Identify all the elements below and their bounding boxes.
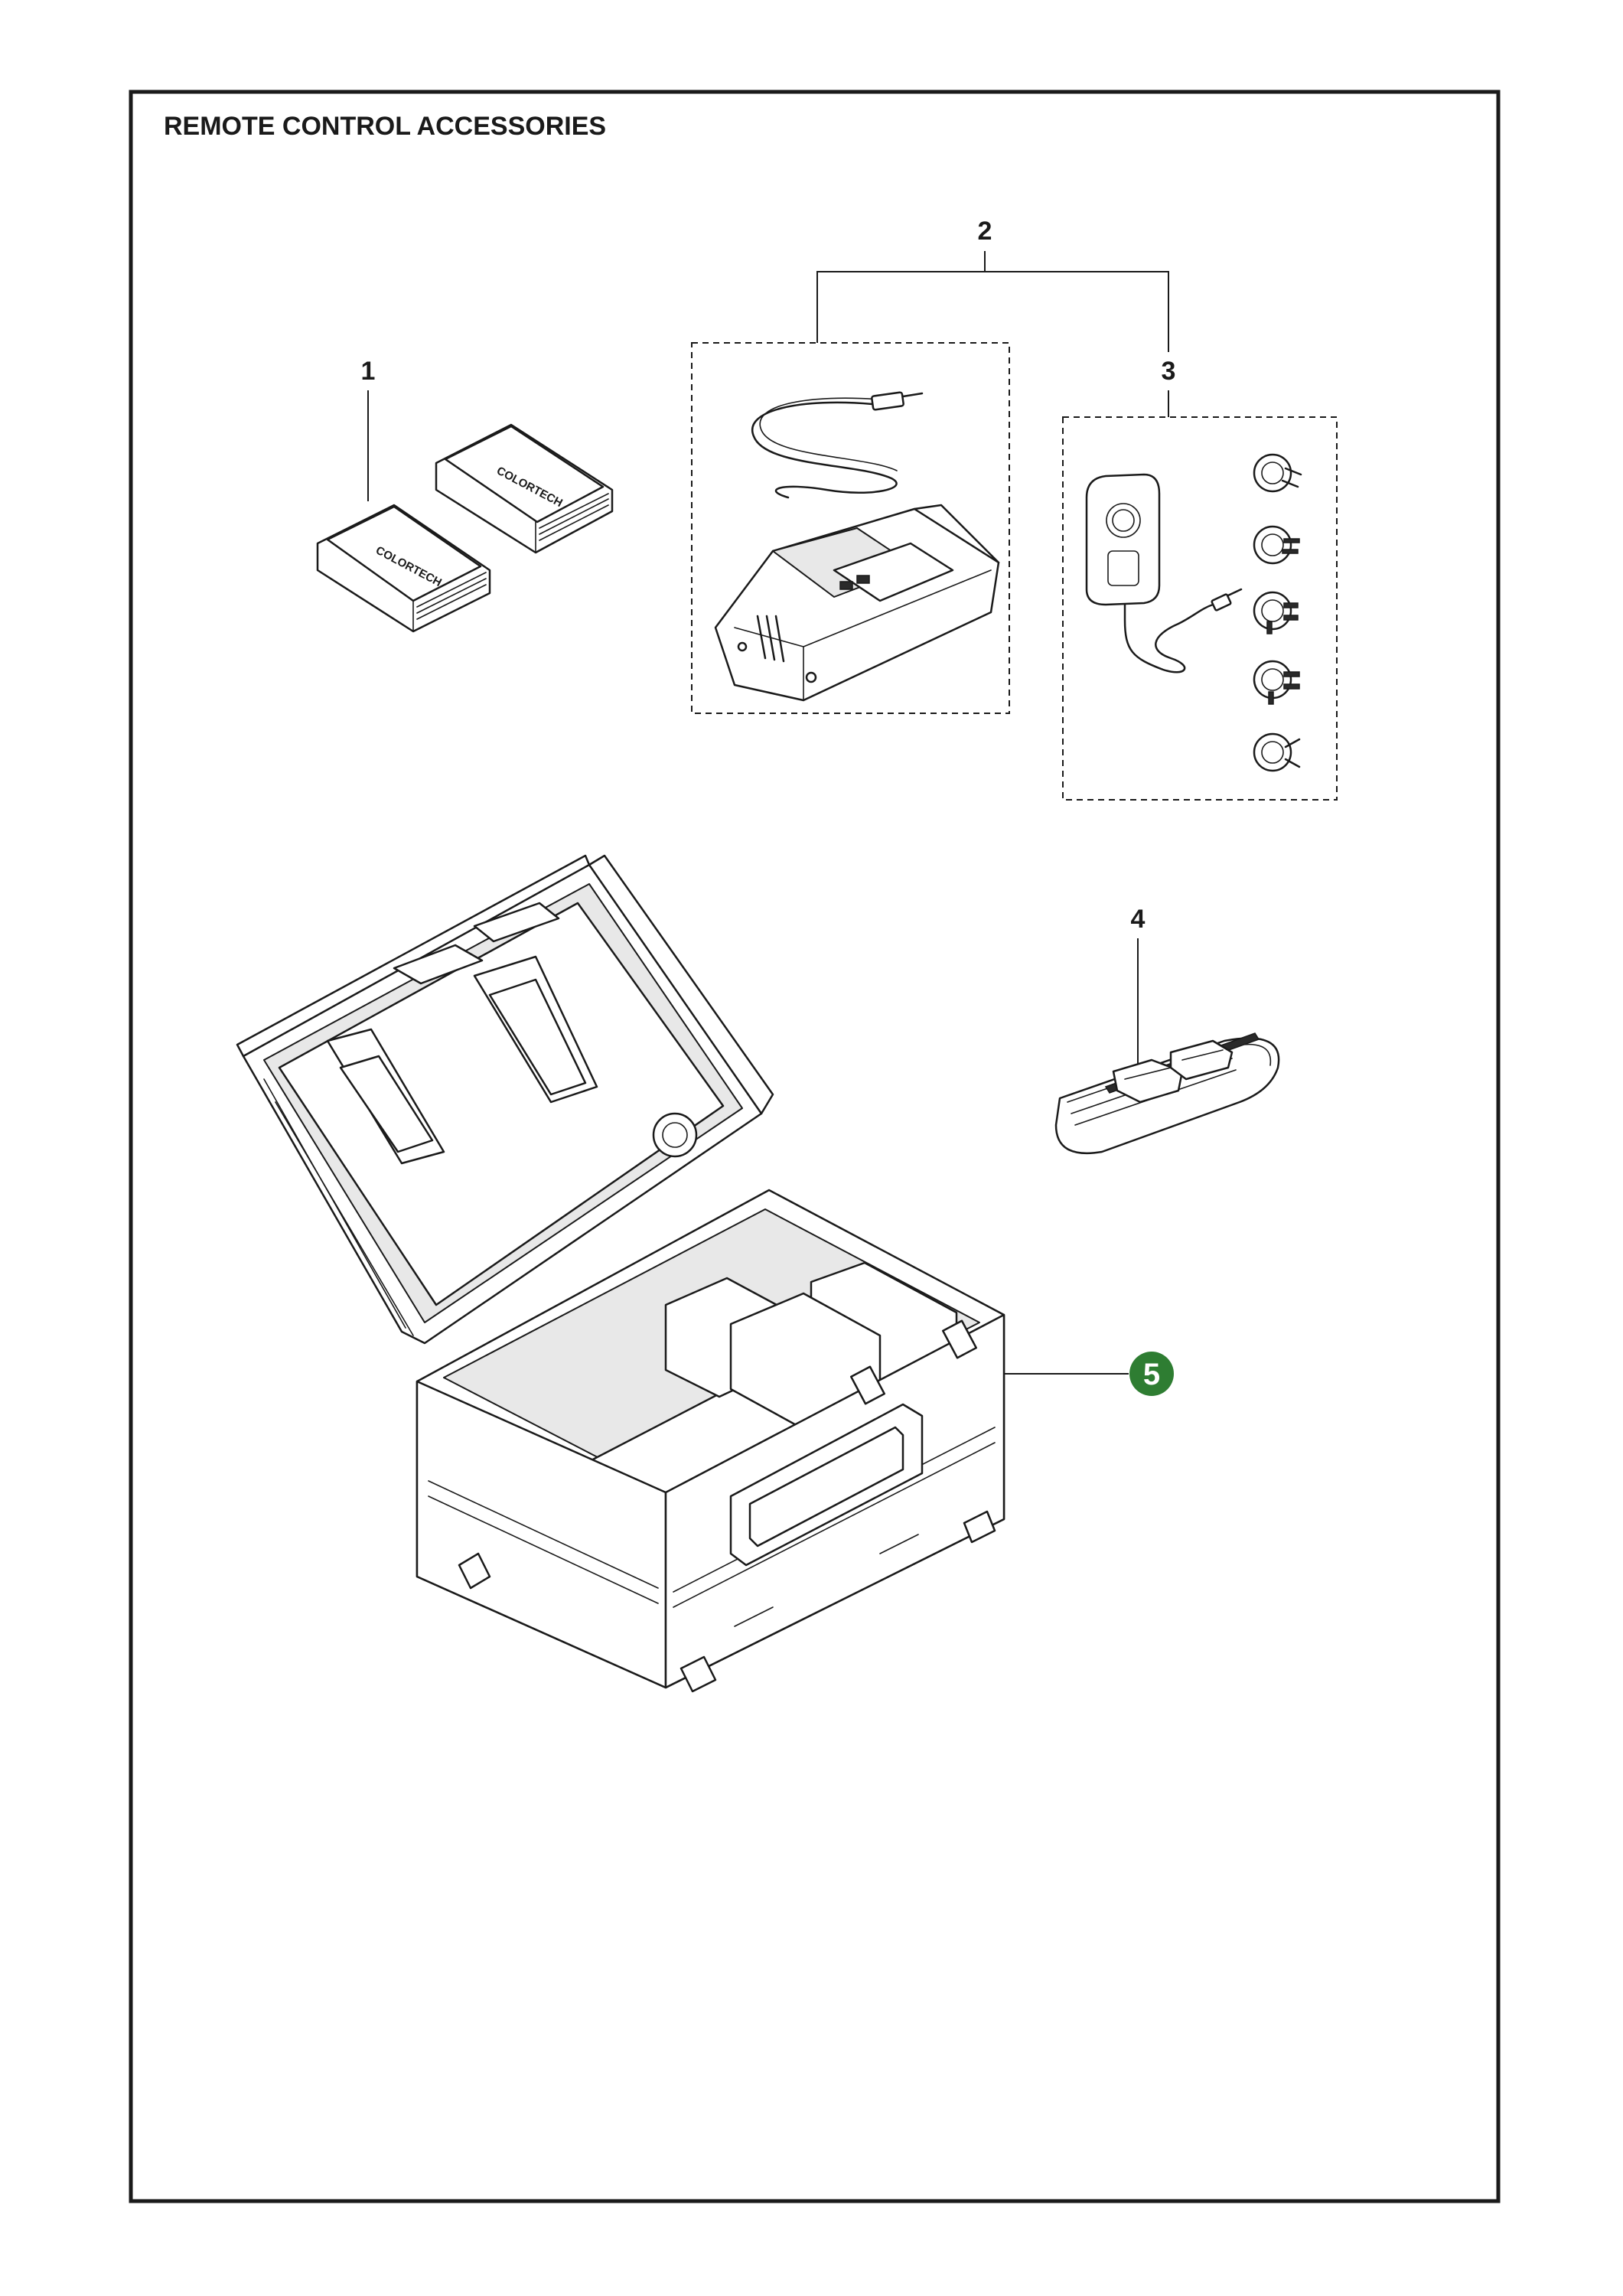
callout-5[interactable]: 5: [1002, 1352, 1174, 1396]
cable-icon: [751, 391, 924, 499]
callout-2-label: 2: [978, 217, 992, 246]
callout-4-label: 4: [1131, 905, 1146, 934]
plug-au-1: [1253, 732, 1301, 772]
plug-adapter-icon: [1253, 453, 1302, 772]
case-body: [416, 1189, 1005, 1693]
power-adapter-icon: [1085, 473, 1243, 673]
carrying-case-icon: [236, 854, 1005, 1693]
callout-2-bracket: [816, 271, 1169, 352]
case-lid: [236, 854, 774, 1345]
plug-us-1: [1253, 525, 1300, 565]
callout-3-label: 3: [1162, 357, 1176, 386]
callout-5-badge: [1129, 1352, 1174, 1396]
battery-front: COLORTECH: [316, 504, 491, 633]
callout-2[interactable]: 2: [816, 217, 1169, 352]
strap-clip-icon: [1054, 1032, 1280, 1155]
plug-uk-2: [1253, 660, 1300, 705]
callout-1-label: 1: [361, 357, 376, 386]
callout-5-label: 5: [1143, 1358, 1160, 1391]
callout-3[interactable]: 3: [1162, 357, 1176, 417]
plug-uk-1: [1253, 591, 1299, 634]
charger-kit-group: [691, 342, 1010, 714]
page-frame: [129, 90, 1501, 2203]
charger-cradle-icon: [714, 504, 1000, 702]
callout-4[interactable]: 4: [1131, 905, 1146, 1075]
page-title: REMOTE CONTROL ACCESSORIES: [164, 112, 606, 141]
callout-1[interactable]: 1: [361, 357, 376, 501]
plug-eu-1: [1253, 453, 1302, 493]
power-adapter-group: [1062, 416, 1338, 801]
battery-icon: COLORTECH COLORTECH: [316, 423, 614, 633]
battery-back: COLORTECH: [435, 423, 614, 554]
